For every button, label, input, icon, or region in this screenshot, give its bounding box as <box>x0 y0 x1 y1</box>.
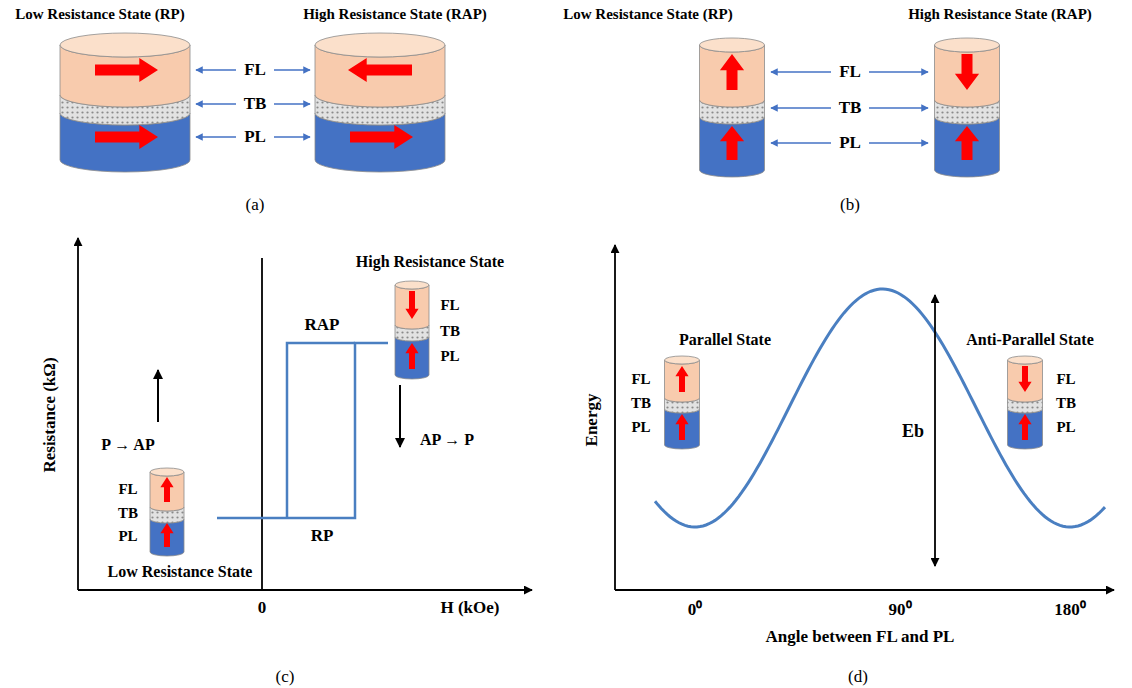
magnetization-arrow <box>675 366 688 392</box>
energy-curve <box>655 289 1105 527</box>
magnetization-arrow <box>955 126 979 160</box>
leader-arrow <box>196 136 236 138</box>
axis-tick: 180⁰ <box>1054 601 1086 620</box>
magnetization-arrow <box>955 54 979 90</box>
leader-arrow <box>274 136 310 138</box>
layer-label: PL <box>244 128 266 147</box>
resistance-label: RP <box>311 527 334 546</box>
magnetization-arrow <box>1018 366 1031 392</box>
leader-arrow <box>274 69 310 71</box>
leader-arrow <box>869 142 928 144</box>
mtj-cylinder <box>700 38 765 177</box>
state-title: High Resistance State (RAP) <box>303 6 487 23</box>
hysteresis-loop <box>217 343 388 518</box>
magnetization-arrow <box>160 477 173 502</box>
state-title: Low Resistance State (RP) <box>563 6 733 23</box>
panel-label: (a) <box>246 196 265 215</box>
barrier-arrow <box>934 295 936 566</box>
layer-label: FL <box>839 63 861 82</box>
magnetization-arrow <box>675 414 688 440</box>
magnetization-arrow <box>1018 414 1031 440</box>
layer-label: TB <box>839 99 862 118</box>
mtj-cylinder <box>665 356 700 449</box>
resistance-label: RAP <box>305 316 340 335</box>
magnetization-arrow <box>720 54 744 90</box>
leader-arrow <box>771 71 831 73</box>
state-title: High Resistance State (RAP) <box>908 6 1092 23</box>
panel-label: (b) <box>840 196 860 215</box>
magnetization-arrow <box>405 343 418 369</box>
mtj-cylinder <box>395 281 429 379</box>
layer-label: PL <box>1056 419 1075 436</box>
layer-label: FL <box>440 297 459 314</box>
leader-arrow <box>771 107 831 109</box>
axis-tick: 0⁰ <box>688 601 703 620</box>
layer-label: TB <box>440 323 460 340</box>
magnetization-arrow <box>160 523 173 547</box>
mtj-cylinder <box>60 33 190 172</box>
layer-label: TB <box>1056 395 1076 412</box>
mtj-cylinder <box>935 38 1000 177</box>
layer-label: FL <box>244 61 266 80</box>
zero-axis <box>261 258 263 590</box>
axis <box>77 238 79 590</box>
mtj-cylinder <box>150 468 184 556</box>
magnetization-arrow <box>720 126 744 160</box>
transition-arrow <box>157 370 159 422</box>
leader-arrow <box>196 69 236 71</box>
leader-arrow <box>274 103 310 105</box>
layer-label: PL <box>440 348 459 365</box>
layer-label: PL <box>839 134 861 153</box>
transition-label: P → AP <box>101 436 154 454</box>
layer-label: TB <box>118 505 138 522</box>
mtj-cylinder <box>1008 356 1043 449</box>
layer-label: FL <box>631 371 650 388</box>
state-label: Low Resistance State <box>108 563 253 581</box>
axis <box>614 245 616 590</box>
magnetization-arrow <box>95 58 158 82</box>
panel-label: (c) <box>276 668 295 687</box>
layer-label: FL <box>118 481 137 498</box>
state-label: High Resistance State <box>356 253 504 271</box>
state-label: Parallel State <box>679 331 771 349</box>
axis-title: Energy <box>583 394 602 447</box>
leader-arrow <box>869 107 928 109</box>
state-title: Low Resistance State (RP) <box>15 6 185 23</box>
layer-label: PL <box>631 419 650 436</box>
layer-label: TB <box>631 395 651 412</box>
state-label: Anti-Parallel State <box>966 331 1094 349</box>
mtj-cylinder <box>315 33 445 172</box>
hysteresis-loop <box>287 343 355 518</box>
leader-arrow <box>196 103 236 105</box>
layer-label: FL <box>1056 371 1075 388</box>
transition-label: AP → P <box>420 431 474 449</box>
leader-arrow <box>771 142 831 144</box>
axis-title: H (kOe) <box>440 599 499 618</box>
axis-tick: 0 <box>258 599 267 618</box>
magnetization-arrow <box>350 125 413 149</box>
axis-title: Resistance (kΩ) <box>41 357 60 472</box>
transition-arrow <box>399 385 401 447</box>
panel-label: (d) <box>848 668 868 687</box>
magnetization-arrow <box>348 58 412 82</box>
layer-label: PL <box>118 528 137 545</box>
leader-arrow <box>869 71 928 73</box>
barrier-label: Eb <box>902 422 924 442</box>
magnetization-arrow <box>405 291 418 319</box>
axis-title: Angle between FL and PL <box>766 628 955 647</box>
axis <box>78 589 532 591</box>
layer-label: TB <box>244 95 267 114</box>
magnetization-arrow <box>95 125 158 149</box>
axis-tick: 90⁰ <box>889 601 912 620</box>
axis <box>615 589 1114 591</box>
